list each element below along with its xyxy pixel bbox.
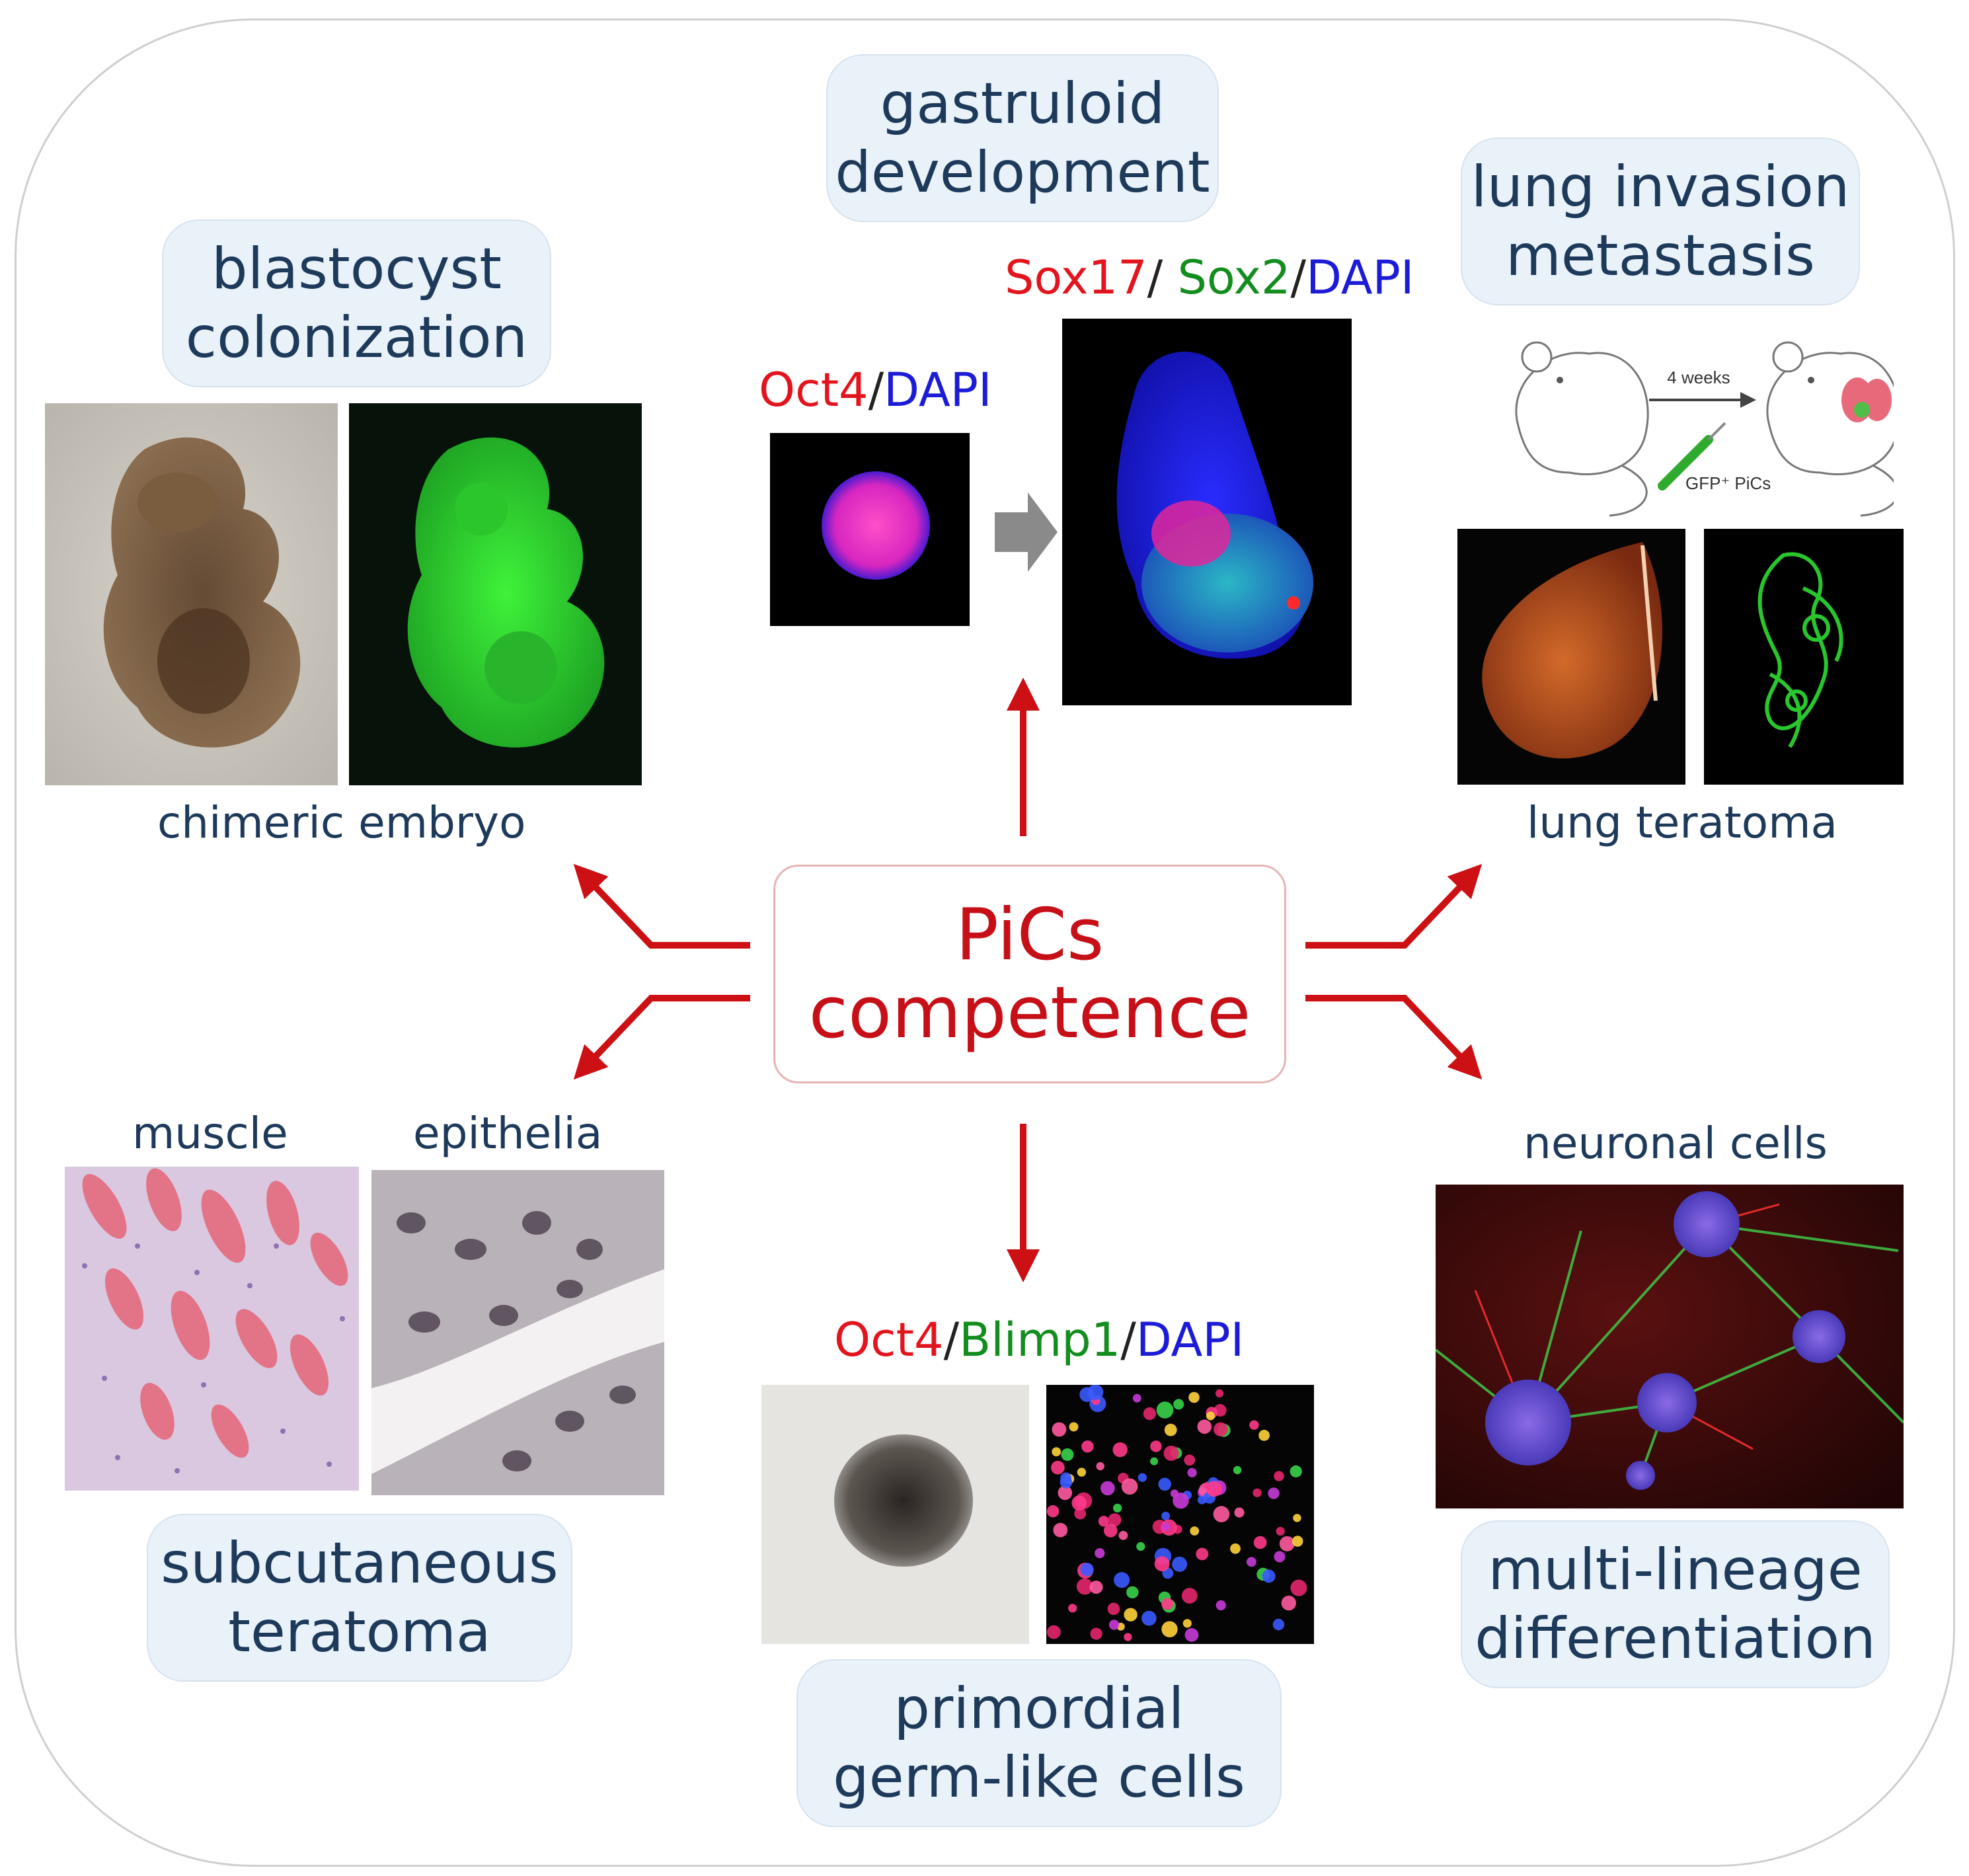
- pill-line: teratoma: [228, 1599, 491, 1665]
- stain-segment: Oct4: [759, 363, 869, 417]
- pill-line: subcutaneous: [161, 1530, 559, 1596]
- stain-segment: DAPI: [884, 363, 992, 417]
- injection-text: GFP⁺ PiCs: [1685, 473, 1771, 493]
- label-lung-teratoma: lung teratoma: [1527, 797, 1837, 848]
- arrow-upper-right: [1305, 863, 1483, 949]
- label-chimeric-embryo: chimeric embryo: [157, 797, 526, 848]
- stain-segment: /: [868, 363, 884, 417]
- gray-arrow-icon: [995, 492, 1058, 572]
- center-line1: PiCs: [955, 893, 1104, 976]
- stain-segment: Sox2: [1177, 251, 1291, 305]
- pill-line: gastruloid: [880, 71, 1165, 137]
- pill-blastocyst-colonization: blastocyst colonization: [162, 219, 551, 387]
- lung-teratoma-gfp-image: [1704, 529, 1904, 785]
- chimeric-embryo-gfp-image: [349, 403, 642, 785]
- stain-segment: /: [1290, 251, 1307, 305]
- mouse-injection-schematic: 4 weeks GFP⁺ PiCs: [1515, 341, 1894, 517]
- neuronal-cells-image: [1436, 1185, 1904, 1508]
- lung-teratoma-brightfield-image: [1457, 529, 1685, 785]
- pill-line: metastasis: [1506, 223, 1815, 289]
- pgc-brightfield-image: [761, 1385, 1029, 1644]
- center-line2: competence: [808, 971, 1251, 1054]
- pill-line: colonization: [185, 305, 528, 371]
- pill-line: blastocyst: [211, 236, 502, 302]
- pics-competence-box: PiCs competence: [773, 865, 1286, 1083]
- stain-segment: /: [1120, 1313, 1136, 1367]
- label-epithelia: epithelia: [413, 1108, 603, 1159]
- chimeric-embryo-brightfield-image: [45, 403, 338, 785]
- stain-oct4-dapi: Oct4/DAPI: [759, 362, 992, 418]
- arrow-upper-left: [573, 863, 750, 949]
- stain-segment: Blimp1: [959, 1313, 1121, 1367]
- arrow-lower-right: [1305, 995, 1483, 1080]
- label-muscle: muscle: [132, 1108, 288, 1159]
- stain-segment: DAPI: [1136, 1313, 1245, 1367]
- pill-lung-invasion-metastasis: lung invasion metastasis: [1461, 137, 1860, 305]
- stain-segment: /: [943, 1313, 960, 1367]
- pill-line: lung invasion: [1471, 154, 1850, 220]
- pill-multi-lineage-differentiation: multi-lineage differentiation: [1461, 1520, 1890, 1688]
- stain-segment: /: [1147, 251, 1178, 305]
- muscle-histology-image: [65, 1167, 359, 1491]
- stain-oct4-blimp1-dapi: Oct4/Blimp1/DAPI: [834, 1312, 1244, 1368]
- oct4-dapi-colony-image: [770, 433, 970, 626]
- stain-sox17-sox2-dapi: Sox17/ Sox2/DAPI: [1005, 250, 1414, 305]
- pill-line: germ-like cells: [833, 1744, 1245, 1811]
- stain-segment: DAPI: [1306, 251, 1414, 305]
- pgc-immunofluorescence-image: [1046, 1385, 1314, 1644]
- label-neuronal-cells: neuronal cells: [1524, 1118, 1828, 1169]
- pill-line: primordial: [894, 1676, 1184, 1742]
- stain-segment: Sox17: [1005, 251, 1147, 305]
- pill-line: differentiation: [1475, 1606, 1876, 1672]
- stain-segment: Oct4: [834, 1313, 944, 1367]
- pill-subcutaneous-teratoma: subcutaneous teratoma: [147, 1514, 572, 1682]
- duration-text: 4 weeks: [1667, 368, 1730, 387]
- gastruloid-sox17-sox2-image: [1062, 319, 1352, 705]
- pill-gastruloid-development: gastruloid development: [826, 54, 1219, 222]
- epithelia-histology-image: [371, 1170, 664, 1495]
- arrow-lower-left: [573, 995, 750, 1080]
- pill-line: multi-lineage: [1488, 1537, 1863, 1603]
- pill-primordial-germ-like-cells: primordial germ-like cells: [796, 1659, 1282, 1827]
- pill-line: development: [835, 139, 1210, 206]
